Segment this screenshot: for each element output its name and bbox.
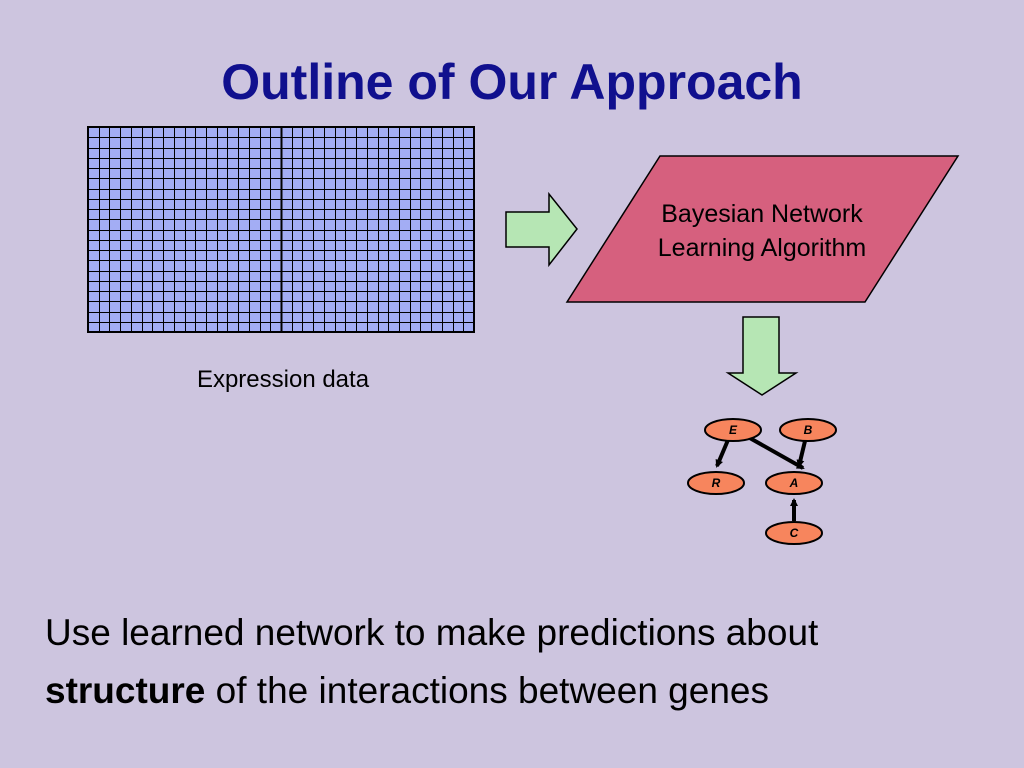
bottom-statement: Use learned network to make predictions … xyxy=(45,604,1005,720)
network-node-e: E xyxy=(704,418,762,442)
network-node-c: C xyxy=(765,521,823,545)
bottom-line-2-rest: of the interactions between genes xyxy=(205,670,769,711)
edge-b-to-a xyxy=(796,440,807,468)
bottom-line-1: Use learned network to make predictions … xyxy=(45,612,819,653)
network-node-b: B xyxy=(779,418,837,442)
node-label-b: B xyxy=(804,423,813,437)
node-label-a: A xyxy=(789,476,799,490)
bottom-bold-word: structure xyxy=(45,670,206,711)
down-arrow-icon xyxy=(725,316,799,396)
algorithm-label-line2: Learning Algorithm xyxy=(657,234,867,262)
expression-data-grid xyxy=(87,126,475,333)
node-label-c: C xyxy=(790,526,799,540)
right-arrow-icon xyxy=(505,191,578,268)
network-node-a: A xyxy=(765,471,823,495)
slide-title: Outline of Our Approach xyxy=(221,54,803,110)
algorithm-parallelogram xyxy=(565,155,960,303)
bottom-line-2: structure of the interactions between ge… xyxy=(45,662,1005,720)
node-label-e: E xyxy=(729,423,738,437)
network-node-r: R xyxy=(687,471,745,495)
algorithm-label: Bayesian Network Learning Algorithm xyxy=(610,197,914,265)
algorithm-label-line1: Bayesian Network xyxy=(661,200,863,228)
expression-data-label: Expression data xyxy=(196,366,370,393)
edge-e-to-r xyxy=(715,439,730,468)
node-label-r: R xyxy=(712,476,721,490)
network-edges xyxy=(715,435,807,521)
edge-e-to-a xyxy=(747,435,805,470)
